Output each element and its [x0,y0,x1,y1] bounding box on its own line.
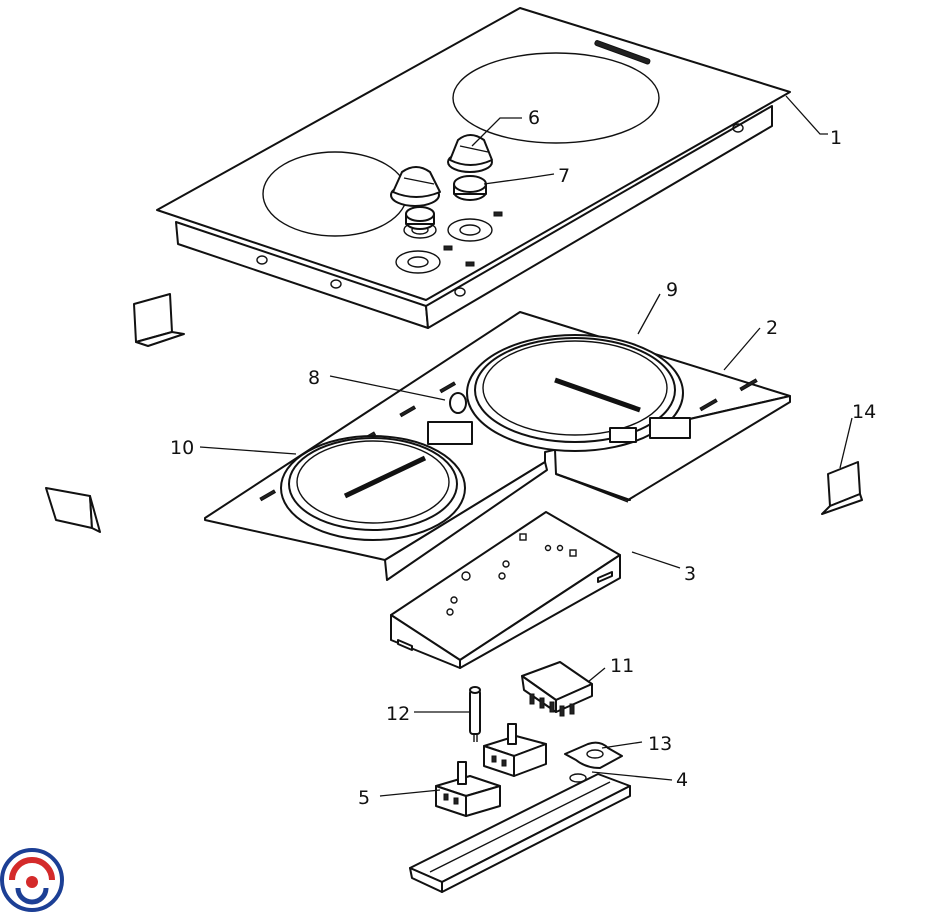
callout-2: 2 [766,317,778,339]
part-11-terminal-block [521,661,593,717]
callout-13: 13 [648,733,672,755]
callout-10: 10 [170,437,194,459]
callout-8: 8 [308,367,320,389]
watermark-logo-icon [0,848,64,912]
callout-labels: 1 2 3 4 5 6 7 8 9 10 11 12 13 14 [170,107,876,809]
brand-logo-icon [594,40,651,65]
part-12-pilot-lamp [469,686,481,742]
callout-12: 12 [386,703,410,725]
callout-11: 11 [610,655,634,677]
leader-lines [199,95,853,797]
part-14-mounting-bracket [821,461,863,515]
part-9-heating-element-large [466,334,691,452]
part-4-cover-plate [409,773,631,893]
callout-6: 6 [528,107,540,129]
mounting-bracket-left-lower [45,487,101,533]
part-7-bezel [405,175,487,230]
callout-5: 5 [358,787,370,809]
part-6-control-knob [390,134,493,207]
mounting-bracket-left-upper [133,293,185,347]
part-3-control-housing [390,511,621,669]
callout-14: 14 [852,401,876,423]
part-13-clamp [564,741,623,769]
callout-7: 7 [558,165,570,187]
callout-1: 1 [830,127,842,149]
part-10-heating-element-small [280,421,473,541]
part-8-connector [449,392,467,414]
callout-9: 9 [666,279,678,301]
callout-4: 4 [676,769,688,791]
rear-cooking-zone [452,52,660,144]
part-5-energy-regulator [435,723,547,817]
callout-3: 3 [684,563,696,585]
